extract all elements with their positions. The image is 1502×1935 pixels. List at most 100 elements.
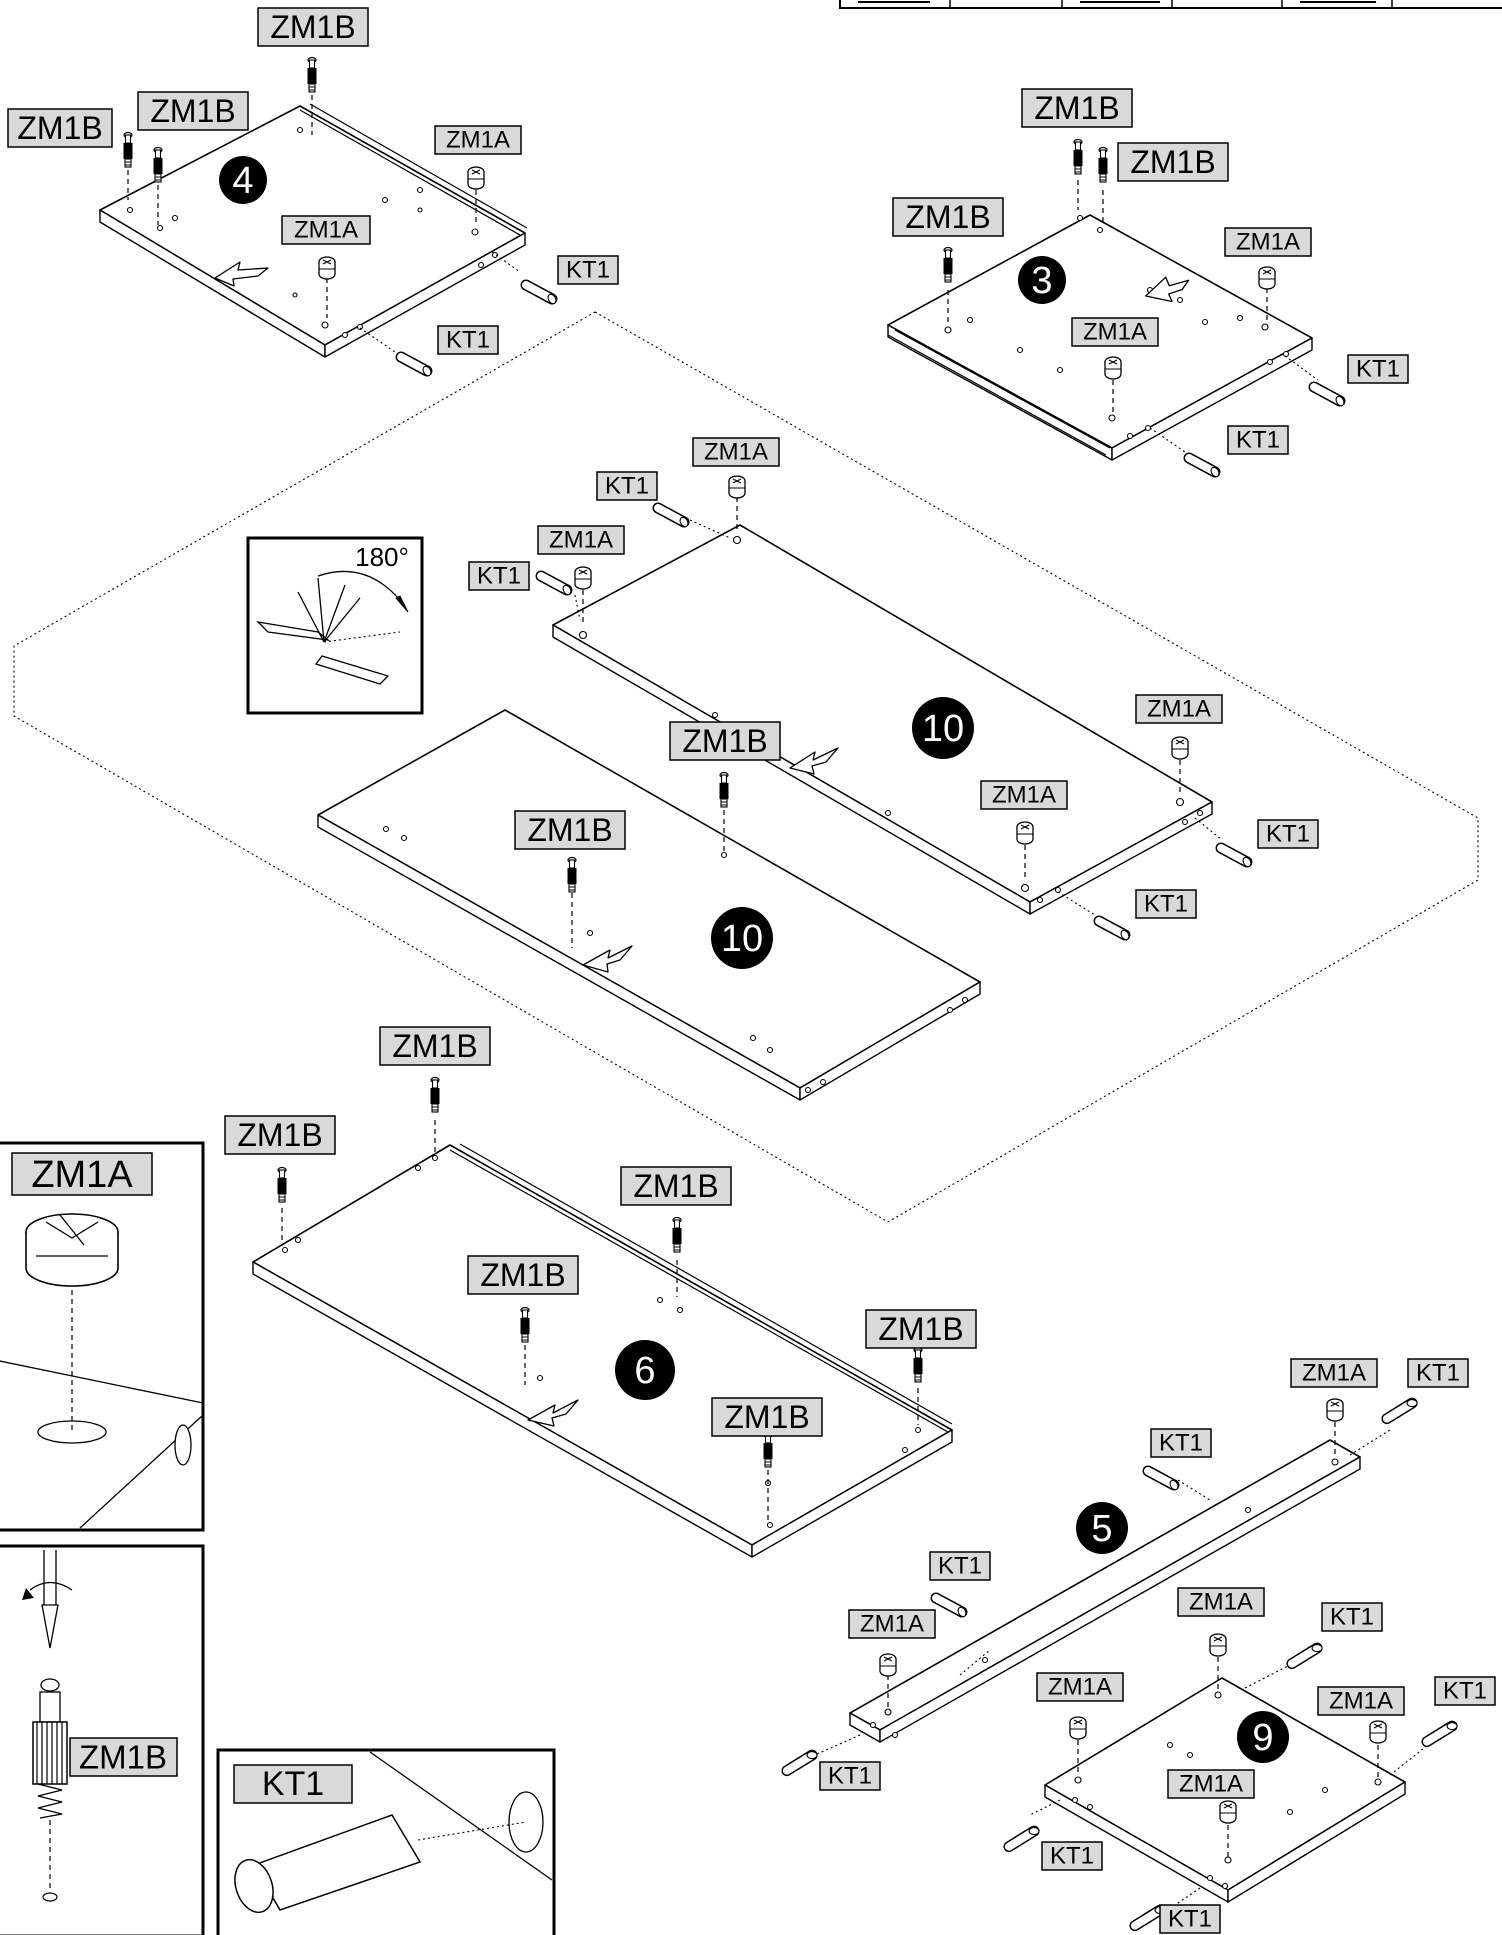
label-dowel: KT1 (1227, 425, 1289, 455)
svg-text:ZM1B: ZM1B (237, 1117, 322, 1153)
panel-number-badge: 3 (1018, 256, 1066, 304)
svg-text:KT1: KT1 (1443, 1678, 1487, 1705)
label-cam-bolt: ZM1B (7, 108, 113, 148)
svg-text:4: 4 (232, 160, 253, 202)
label-cam-bolt: ZM1B (620, 1166, 732, 1206)
svg-text:ZM1A: ZM1A (294, 217, 358, 244)
svg-text:10: 10 (922, 708, 964, 750)
svg-text:9: 9 (1252, 1717, 1273, 1759)
label-cam-bolt: ZM1B (1021, 88, 1133, 128)
detail-cam-bolt: ZM1B (0, 1544, 205, 1935)
detail-cam-lock: ZM1A (0, 1141, 205, 1532)
svg-text:ZM1A: ZM1A (1179, 1771, 1243, 1798)
svg-text:180°: 180° (355, 542, 409, 572)
label-dowel: KT1 (1434, 1676, 1496, 1706)
label-cam-lock: ZM1A (1036, 1672, 1124, 1702)
label-cam-lock: ZM1A (537, 525, 625, 555)
svg-text:10: 10 (721, 918, 763, 960)
label-cam-lock: ZM1A (1135, 694, 1223, 724)
rotation-angle-label: 180° (355, 542, 409, 572)
svg-text:ZM1B: ZM1B (1034, 90, 1119, 126)
svg-text:KT1: KT1 (1159, 1430, 1203, 1457)
panel-number-badge: 10 (711, 907, 773, 969)
label-cam-bolt: ZM1B (514, 810, 626, 850)
detail-part-label: ZM1B (69, 1737, 178, 1777)
svg-text:KT1: KT1 (1266, 821, 1310, 848)
label-cam-lock: ZM1A (1317, 1686, 1405, 1716)
svg-text:ZM1A: ZM1A (1147, 696, 1211, 723)
label-cam-bolt: ZM1B (224, 1115, 336, 1155)
panel-6: 6 (252, 1076, 953, 1558)
svg-text:KT1: KT1 (446, 327, 490, 354)
svg-text:ZM1A: ZM1A (31, 1154, 133, 1196)
label-cam-bolt: ZM1B (865, 1309, 977, 1349)
panel-5: 5 (787, 1391, 1420, 1780)
label-cam-lock: ZM1A (434, 125, 522, 155)
label-dowel: KT1 (929, 1551, 991, 1581)
svg-text:ZM1A: ZM1A (860, 1611, 924, 1638)
label-cam-bolt: ZM1B (711, 1397, 823, 1437)
label-cam-bolt: ZM1B (379, 1026, 491, 1066)
svg-text:ZM1B: ZM1B (724, 1399, 809, 1435)
label-cam-bolt: ZM1B (137, 91, 249, 131)
label-cam-lock: ZM1A (692, 437, 780, 467)
svg-text:ZM1B: ZM1B (150, 93, 235, 129)
svg-text:ZM1B: ZM1B (79, 1739, 167, 1776)
panel-10-lower: 10 (317, 709, 981, 1101)
label-cam-lock: ZM1A (848, 1609, 936, 1639)
label-dowel: KT1 (1135, 889, 1197, 919)
svg-text:ZM1A: ZM1A (704, 439, 768, 466)
label-dowel: KT1 (819, 1761, 881, 1791)
label-dowel: KT1 (437, 325, 499, 355)
svg-text:KT1: KT1 (828, 1763, 872, 1790)
label-cam-lock: ZM1A (1290, 1358, 1378, 1388)
label-dowel: KT1 (596, 471, 658, 501)
label-cam-lock: ZM1A (980, 780, 1068, 810)
panel-number-badge: 6 (615, 1340, 675, 1400)
label-cam-lock: ZM1A (1177, 1587, 1265, 1617)
detail-dowel: KT1 (216, 1748, 556, 1935)
label-dowel: KT1 (557, 255, 619, 285)
panel-number-badge: 4 (219, 156, 267, 204)
svg-text:KT1: KT1 (1356, 356, 1400, 383)
group-outline (13, 311, 1479, 1223)
label-dowel: KT1 (468, 561, 530, 591)
svg-text:KT1: KT1 (262, 1765, 324, 1803)
svg-text:KT1: KT1 (1168, 1906, 1212, 1933)
label-cam-lock: ZM1A (1071, 317, 1159, 347)
svg-text:ZM1A: ZM1A (1236, 229, 1300, 256)
svg-text:ZM1A: ZM1A (549, 527, 613, 554)
svg-text:ZM1B: ZM1B (905, 199, 990, 235)
label-dowel: KT1 (1159, 1904, 1221, 1934)
svg-text:KT1: KT1 (1416, 1360, 1460, 1387)
svg-text:ZM1B: ZM1B (633, 1168, 718, 1204)
label-dowel: KT1 (1321, 1602, 1383, 1632)
svg-text:KT1: KT1 (605, 473, 649, 500)
svg-text:KT1: KT1 (1330, 1604, 1374, 1631)
header-table-fragment (839, 0, 1502, 9)
panel-number-badge: 9 (1237, 1711, 1289, 1763)
svg-text:3: 3 (1031, 260, 1052, 302)
svg-text:ZM1A: ZM1A (1302, 1360, 1366, 1387)
svg-text:KT1: KT1 (938, 1553, 982, 1580)
svg-text:ZM1A: ZM1A (1048, 1674, 1112, 1701)
rotation-inset: 180° (246, 536, 424, 715)
panel-number-badge: 10 (912, 697, 974, 759)
label-cam-bolt: ZM1B (257, 7, 369, 47)
svg-text:ZM1B: ZM1B (682, 723, 767, 759)
svg-text:KT1: KT1 (1144, 891, 1188, 918)
svg-text:ZM1B: ZM1B (270, 9, 355, 45)
svg-text:ZM1B: ZM1B (878, 1311, 963, 1347)
svg-text:ZM1A: ZM1A (1083, 319, 1147, 346)
label-cam-bolt: ZM1B (1117, 142, 1229, 182)
svg-text:ZM1A: ZM1A (992, 782, 1056, 809)
label-cam-lock: ZM1A (281, 215, 371, 245)
label-cam-bolt: ZM1B (467, 1255, 579, 1295)
svg-text:ZM1B: ZM1B (1130, 144, 1215, 180)
svg-text:5: 5 (1091, 1508, 1112, 1550)
label-dowel: KT1 (1041, 1841, 1103, 1871)
svg-text:ZM1A: ZM1A (446, 127, 510, 154)
label-cam-bolt: ZM1B (669, 721, 781, 761)
svg-text:ZM1B: ZM1B (527, 812, 612, 848)
